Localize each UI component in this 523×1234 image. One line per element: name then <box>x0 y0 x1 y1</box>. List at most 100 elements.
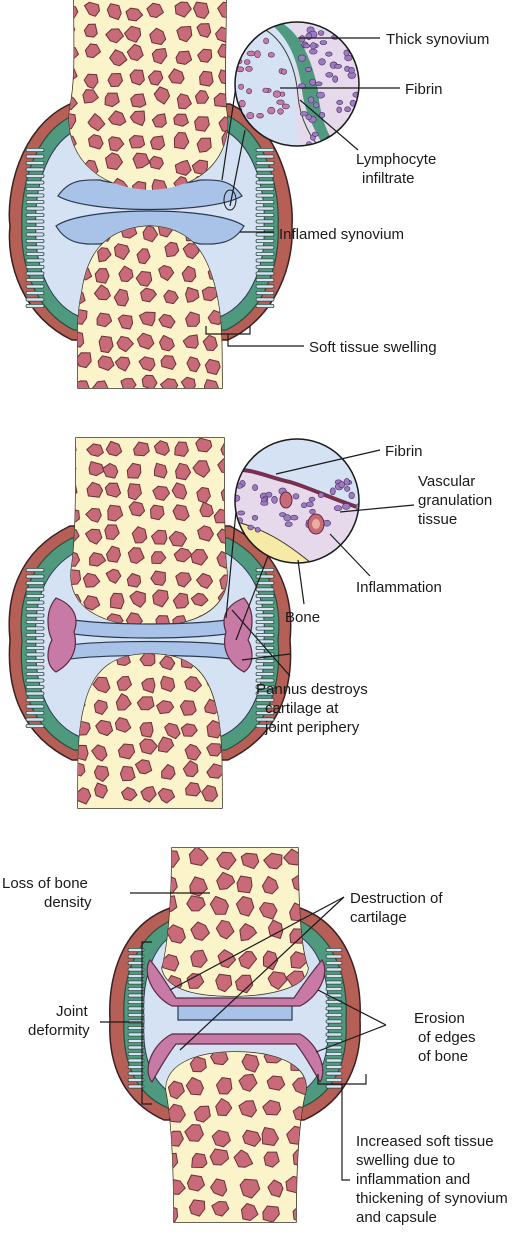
zoom-inset <box>234 21 360 147</box>
cell-dot <box>271 495 278 504</box>
marrow-cell <box>268 919 284 939</box>
marrow-cell <box>184 676 202 693</box>
cell-dot <box>237 510 245 516</box>
synovial-villus <box>127 1084 145 1089</box>
marrow-cell <box>158 736 175 753</box>
synovial-villus <box>255 258 275 263</box>
synovial-villus <box>25 303 45 308</box>
cell-dot <box>310 42 317 50</box>
marrow-cell <box>78 787 92 805</box>
label-joint-deformity-2: deformity <box>28 1022 90 1039</box>
marrow-cell <box>194 116 210 132</box>
marrow-cell <box>138 356 156 372</box>
marrow-cell <box>215 919 235 940</box>
synovial-villus <box>127 980 145 985</box>
cell-dot <box>332 75 339 83</box>
marrow-cell <box>206 720 222 739</box>
marrow-cell <box>173 547 193 563</box>
cell-dot <box>309 48 318 55</box>
cell-dot <box>284 521 293 527</box>
marrow-cell <box>190 949 208 968</box>
marrow-cell <box>142 226 159 243</box>
marrow-cell <box>156 700 175 714</box>
synovial-villus <box>25 665 45 670</box>
marrow-cell <box>153 86 171 105</box>
cell-dot <box>344 106 351 112</box>
synovial-villus <box>255 264 275 269</box>
marrow-cell <box>266 1075 286 1091</box>
cell-dot <box>307 96 315 104</box>
cell-dot <box>342 503 351 510</box>
label-increased-5: and capsule <box>356 1209 437 1226</box>
synovial-villus <box>25 646 45 651</box>
cell-dot <box>235 494 241 502</box>
synovial-villus <box>25 587 45 592</box>
marrow-cell <box>107 504 124 522</box>
marrow-cell <box>69 21 76 39</box>
label-fibrin: Fibrin <box>385 443 423 460</box>
synovial-villus <box>255 193 275 198</box>
cell-dot <box>305 32 313 41</box>
marrow-cell <box>141 677 156 694</box>
marrow-cell <box>86 443 104 457</box>
synovial-villus <box>255 724 275 729</box>
cell-dot <box>309 508 316 515</box>
synovial-villus <box>127 967 145 972</box>
marrow-cell <box>239 923 258 942</box>
cell-dot <box>277 108 284 115</box>
synovial-villus <box>325 961 343 966</box>
synovial-villus <box>255 147 275 152</box>
synovial-villus <box>25 568 45 573</box>
synovial-villus <box>127 1039 145 1044</box>
bracket-soft-tissue <box>317 1074 367 1181</box>
marrow-cell <box>196 573 214 589</box>
marrow-cell <box>174 1 192 18</box>
leader-line <box>179 896 345 1051</box>
synovial-villus <box>25 258 45 263</box>
synovial-villus <box>25 620 45 625</box>
marrow-cell <box>239 1178 261 1199</box>
synovial-villus <box>25 193 45 198</box>
marrow-cell <box>159 655 176 671</box>
synovial-villus <box>255 225 275 230</box>
marrow-cell <box>174 441 189 457</box>
marrow-cell <box>160 378 179 388</box>
marrow-cell <box>94 268 110 284</box>
marrow-cell <box>128 501 146 517</box>
marrow-cell <box>150 504 165 521</box>
marrow-cell <box>139 722 154 738</box>
synovial-villus <box>325 1058 343 1063</box>
marrow-cell <box>127 483 142 501</box>
cell-dot <box>281 103 290 110</box>
label-joint-deformity: Joint <box>56 1003 89 1020</box>
cell-dot <box>338 481 346 489</box>
label-thick-synovium: Thick synovium <box>386 31 489 48</box>
marrow-cell <box>93 765 110 782</box>
synovial-villi <box>25 568 275 729</box>
marrow-cell <box>91 744 108 762</box>
cell-dot <box>309 145 317 146</box>
synovial-villus <box>127 1052 145 1057</box>
label-increased-2: swelling due to <box>356 1152 455 1169</box>
synovial-villus <box>325 1071 343 1076</box>
cell-dot <box>292 493 300 500</box>
marrow-cell <box>77 330 85 348</box>
marrow-cell <box>77 308 88 325</box>
cell-dot <box>348 66 355 74</box>
cell-dot <box>262 87 269 93</box>
label-increased-3: inflammation and <box>356 1171 470 1188</box>
synovial-villus <box>255 245 275 250</box>
synovial-villus <box>127 954 145 959</box>
marrow-cell <box>126 462 142 479</box>
marrow-cell <box>77 352 92 369</box>
leader-line <box>317 989 387 1026</box>
marrow-cell <box>150 570 166 586</box>
synovial-villus <box>255 199 275 204</box>
label-erosion-3: of bone <box>418 1048 468 1065</box>
synovial-villus <box>25 607 45 612</box>
cell-dot <box>319 40 328 45</box>
marrow-cell <box>105 568 122 584</box>
marrow-cell <box>171 482 188 500</box>
cell-dot <box>299 35 306 43</box>
